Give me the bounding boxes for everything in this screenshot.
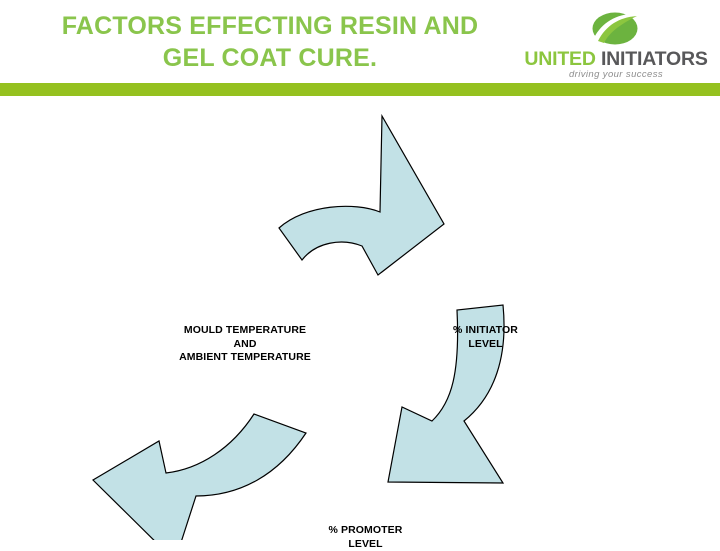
label-mould-line-2: AND [155, 338, 335, 352]
logo-tagline: driving your success [518, 69, 714, 80]
label-initiator-level: % INITIATOR LEVEL [408, 324, 563, 351]
label-mould-temperature: MOULD TEMPERATURE AND AMBIENT TEMPERATUR… [155, 324, 335, 365]
page-title: FACTORS EFFECTING RESIN AND GEL COAT CUR… [20, 10, 520, 74]
brand-logo: UNITED INITIATORS driving your success [518, 12, 714, 80]
logo-word-united: UNITED [524, 48, 595, 70]
page-title-line-1: FACTORS EFFECTING RESIN AND [20, 10, 520, 42]
label-mould-line-3: AMBIENT TEMPERATURE [155, 351, 335, 365]
top-arrow-shape [279, 116, 444, 275]
logo-word-initiators: INITIATORS [601, 48, 708, 70]
label-initiator-line-1: % INITIATOR [408, 324, 563, 338]
slide-header: FACTORS EFFECTING RESIN AND GEL COAT CUR… [0, 0, 720, 83]
label-promoter-level: % PROMOTER LEVEL [288, 524, 443, 551]
label-initiator-line-2: LEVEL [408, 338, 563, 352]
logo-wordmark: UNITED INITIATORS [518, 48, 714, 71]
label-mould-line-1: MOULD TEMPERATURE [155, 324, 335, 338]
cycle-diagram: MOULD TEMPERATURE AND AMBIENT TEMPERATUR… [0, 96, 720, 540]
label-promoter-line-1: % PROMOTER [288, 524, 443, 538]
header-divider-bar [0, 83, 720, 96]
leaf-swoosh-icon [592, 12, 638, 45]
left-arrow-shape [93, 414, 306, 540]
page-title-line-2: GEL COAT CURE. [20, 42, 520, 74]
